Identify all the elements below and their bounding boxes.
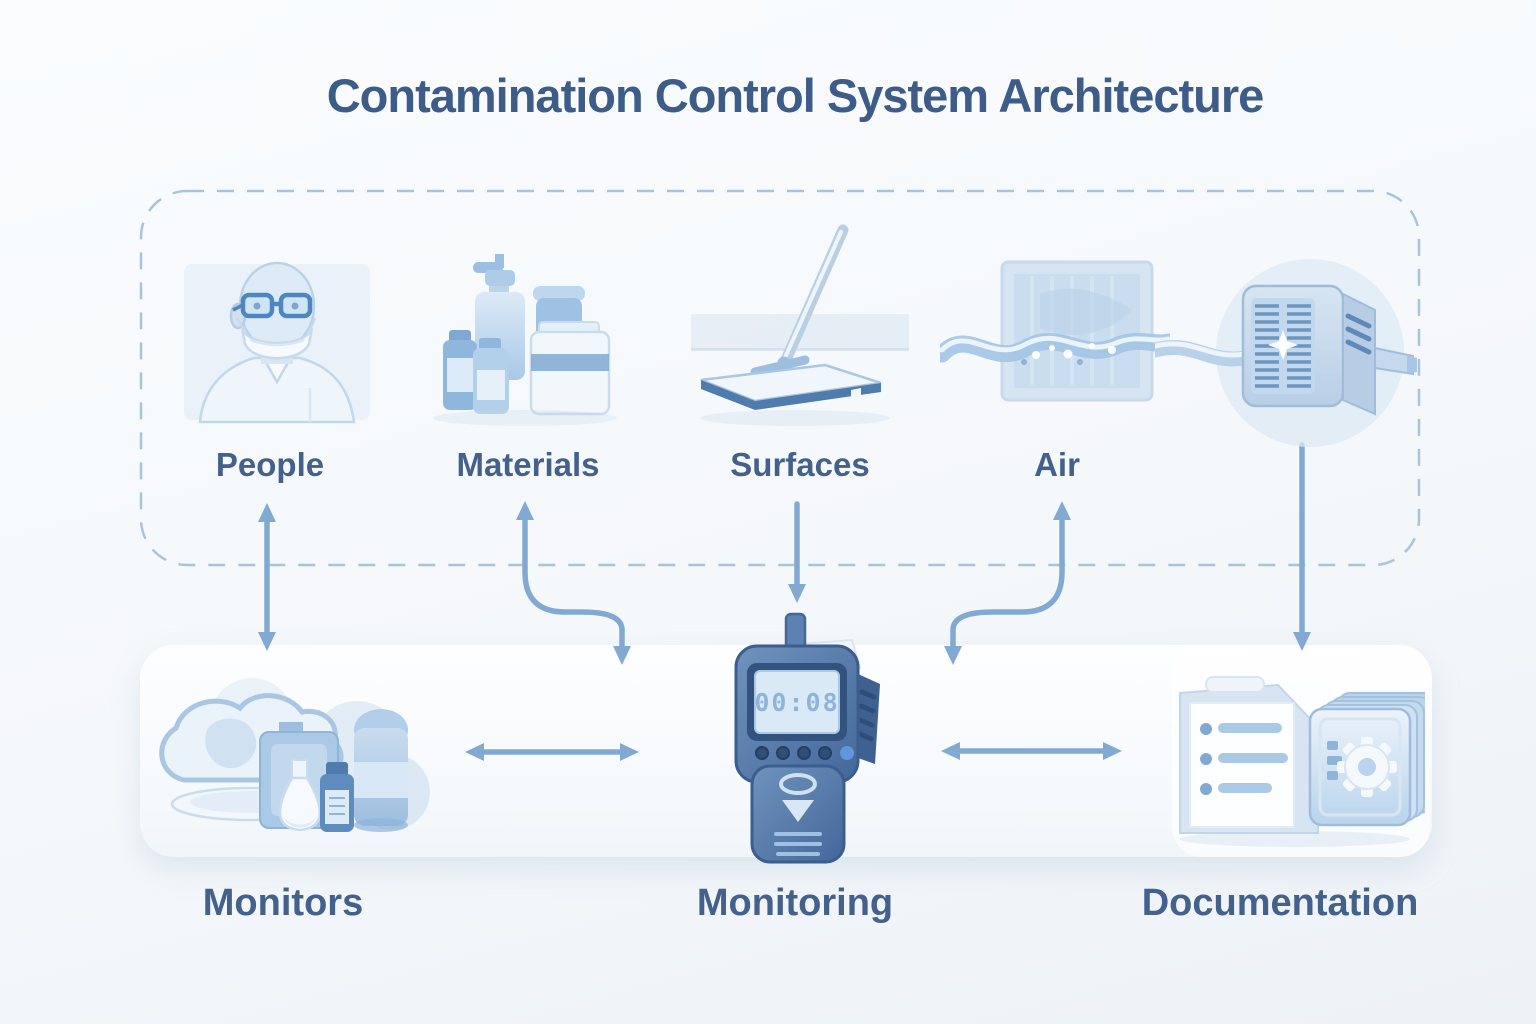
device-screen-readout: 00:08 xyxy=(754,688,839,717)
arrow-air-monitoring xyxy=(944,501,1071,665)
label-documentation: Documentation xyxy=(1141,882,1419,924)
records-folder-gear-icon xyxy=(1160,665,1425,855)
label-materials: Materials xyxy=(456,446,600,483)
environmental-monitors-collage-icon xyxy=(152,662,437,860)
air-filter-flow-icon xyxy=(940,258,1170,433)
label-air: Air xyxy=(1034,446,1080,483)
contamination-sources-group-border xyxy=(139,189,1421,567)
label-monitors: Monitors xyxy=(202,882,364,924)
label-surfaces: Surfaces xyxy=(730,446,870,483)
label-people: People xyxy=(215,446,325,483)
supply-bottles-icon xyxy=(415,238,630,433)
air-fan-unit-icon xyxy=(1155,248,1425,463)
flat-mop-icon xyxy=(683,222,918,437)
handheld-particle-counter-icon: 00:08 xyxy=(700,612,900,864)
arrow-materials-monitoring xyxy=(516,501,631,665)
person-wearing-face-mask-icon xyxy=(182,248,372,433)
page-title: Contamination Control System Architectur… xyxy=(326,69,1265,122)
label-monitoring: Monitoring xyxy=(696,882,894,924)
